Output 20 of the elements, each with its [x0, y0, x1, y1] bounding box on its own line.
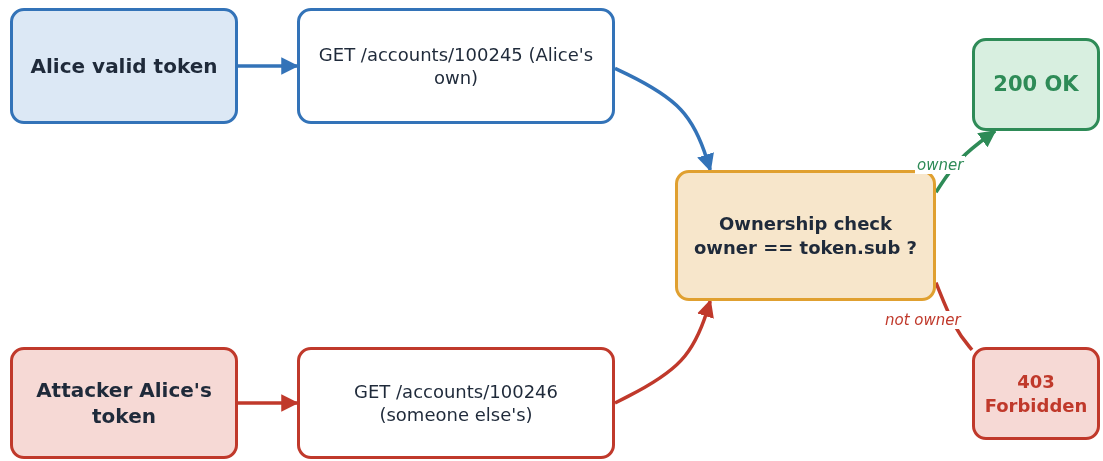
arrow: [614, 66, 714, 172]
node-label: 403 Forbidden: [983, 370, 1089, 417]
node-label: GET /accounts/100245 (Alice's own): [317, 42, 595, 90]
node-label: 200 OK: [992, 70, 1080, 98]
edge-label: not owner: [883, 311, 963, 329]
result-box: [972, 347, 1100, 440]
actor-box: [10, 347, 238, 459]
result-box: [972, 38, 1100, 131]
arrow: [238, 394, 299, 412]
node-label: GET /accounts/100246 (someone else's): [353, 379, 559, 427]
node-label: Attacker Alice's token: [35, 377, 213, 429]
node-label: Alice valid token: [29, 53, 219, 79]
arrow: [238, 57, 299, 75]
arrow: [614, 299, 714, 405]
edge-label: owner: [915, 156, 966, 174]
actor-box: [10, 8, 238, 124]
decision-box: [675, 170, 936, 301]
node-label: Ownership check owner == token.sub ?: [693, 212, 918, 259]
request-box: [297, 8, 615, 124]
request-box: [297, 347, 615, 459]
